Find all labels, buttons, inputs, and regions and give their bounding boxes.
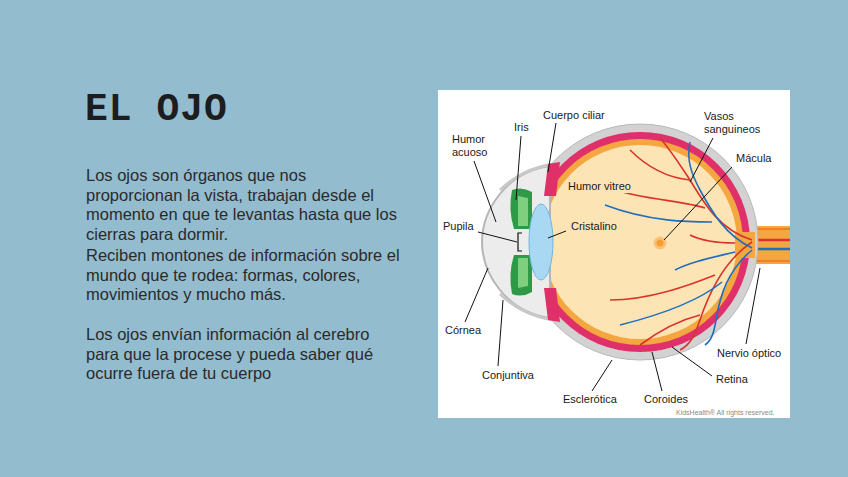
- part-label: Vasos sanguineos: [704, 110, 766, 135]
- part-label: Humor vitreo: [566, 180, 633, 193]
- sclera: [522, 124, 758, 360]
- figure-frame: [438, 90, 790, 418]
- retina: [549, 139, 743, 345]
- part-label: Cuerpo ciliar: [543, 109, 605, 122]
- part-label: Mácula: [736, 152, 771, 165]
- lens: [529, 204, 553, 280]
- part-label: Conjuntiva: [482, 369, 534, 382]
- part-label: Esclerótica: [563, 393, 617, 406]
- part-label: Nervio óptico: [717, 347, 781, 360]
- body-text: Los ojos envían información al cerebro p…: [86, 325, 404, 384]
- part-label: Retina: [716, 373, 748, 386]
- part-label: Coroides: [644, 393, 688, 406]
- slide-title: EL OJO: [85, 88, 228, 131]
- part-label: Cristalino: [569, 220, 619, 233]
- ciliary-body: [544, 162, 560, 196]
- macula: [655, 238, 665, 248]
- conjunctiva: [500, 164, 553, 190]
- part-label: Pupila: [443, 220, 474, 233]
- watermark: KidsHealth® All rights reserved.: [676, 409, 775, 416]
- leader-lines: [465, 123, 760, 391]
- vitreous-humor: [549, 145, 737, 339]
- part-label: Córnea: [445, 324, 481, 337]
- pupil-bracket: [518, 233, 522, 251]
- part-label: Iris: [514, 121, 529, 134]
- choroid: [549, 132, 750, 352]
- body-text: Reciben montones de información sobre el…: [86, 246, 404, 305]
- body-text: Los ojos son órganos que nos proporciona…: [86, 166, 404, 244]
- part-label: Humor acuoso: [452, 133, 502, 158]
- blood-vessels: [600, 138, 752, 350]
- iris: [510, 188, 532, 229]
